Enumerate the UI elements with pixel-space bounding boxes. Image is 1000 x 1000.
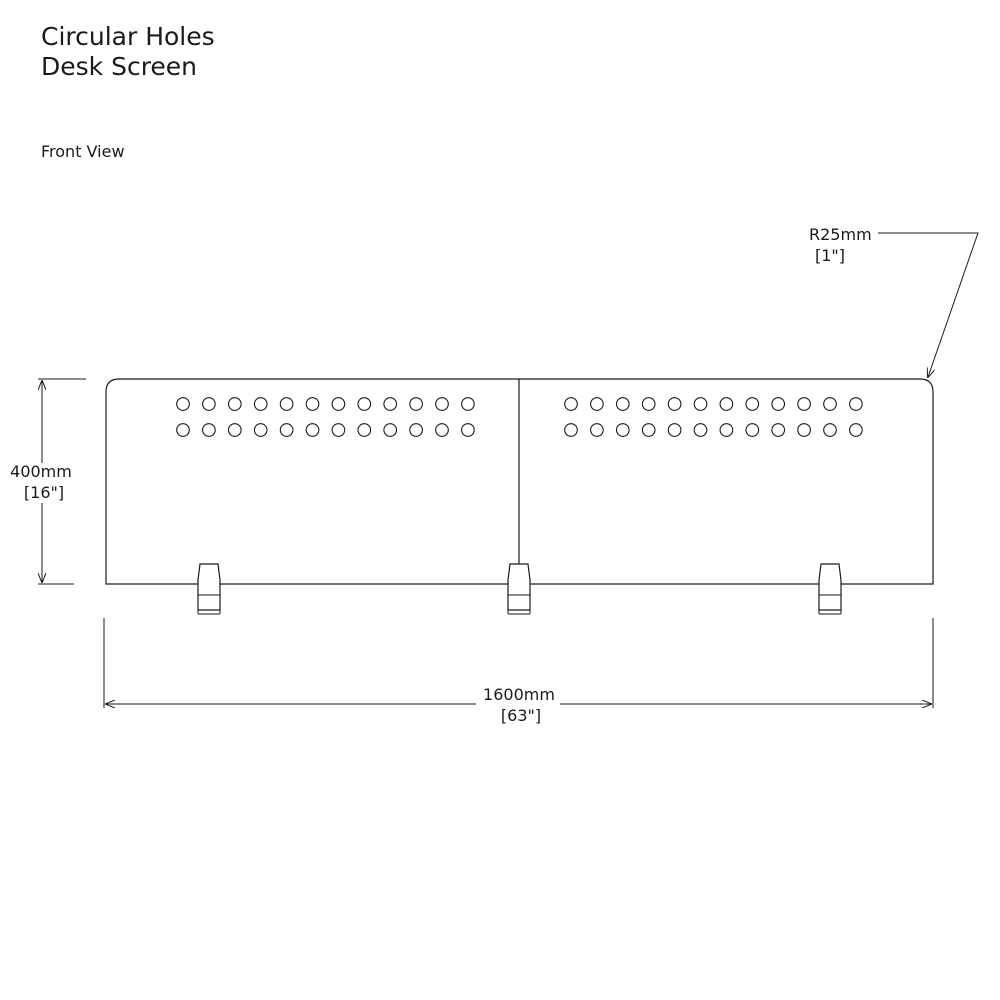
radius-mm-label: R25mm <box>809 225 872 244</box>
width-in-label: [63"] <box>501 706 541 725</box>
hole <box>176 397 190 411</box>
radius-leader-line <box>878 232 979 377</box>
hole <box>849 397 863 411</box>
hole <box>383 423 398 437</box>
hole <box>435 423 449 437</box>
hole <box>253 423 268 437</box>
hole <box>409 423 423 437</box>
radius-in-label: [1"] <box>815 246 845 265</box>
hole <box>797 423 811 437</box>
hole <box>590 397 604 411</box>
hole <box>745 397 760 411</box>
hole <box>331 397 346 411</box>
hole <box>641 397 656 411</box>
hole-pattern <box>176 397 863 437</box>
hole <box>564 397 578 411</box>
width-dimension: 1600mm [63"] <box>103 618 934 725</box>
title-line-2: Desk Screen <box>41 52 198 81</box>
hole <box>797 397 811 411</box>
clamp-group <box>197 563 842 615</box>
hole <box>667 423 682 437</box>
clamp <box>197 563 221 615</box>
hole <box>176 423 190 437</box>
hole <box>667 397 682 411</box>
hole <box>253 397 268 411</box>
height-mm-label: 400mm <box>10 462 72 481</box>
hole <box>615 423 630 437</box>
title-line-1: Circular Holes <box>41 22 215 51</box>
hole <box>227 397 242 411</box>
hole <box>693 397 708 411</box>
hole <box>305 397 320 411</box>
hole <box>719 397 734 411</box>
clamp <box>507 563 531 615</box>
radius-callout: R25mm [1"] <box>809 225 979 377</box>
hole <box>823 423 837 437</box>
width-mm-label: 1600mm <box>483 685 555 704</box>
height-in-label: [16"] <box>24 483 64 502</box>
hole <box>641 423 656 437</box>
drawing-title: Circular Holes Desk Screen <box>41 22 215 82</box>
hole <box>693 423 708 437</box>
hole <box>745 423 760 437</box>
hole <box>590 423 604 437</box>
hole <box>202 397 216 411</box>
hole <box>409 397 423 411</box>
hole <box>615 397 630 411</box>
hole <box>357 397 372 411</box>
hole <box>461 423 475 437</box>
hole <box>279 397 294 411</box>
hole <box>823 397 837 411</box>
screen-outline <box>105 378 934 585</box>
hole <box>331 423 346 437</box>
hole <box>771 423 786 437</box>
clamp <box>818 563 842 615</box>
hole <box>564 423 578 437</box>
hole <box>305 423 320 437</box>
hole <box>849 423 863 437</box>
hole <box>227 423 242 437</box>
hole <box>383 397 398 411</box>
hole <box>461 397 475 411</box>
hole <box>435 397 449 411</box>
hole <box>279 423 294 437</box>
height-dimension: 400mm [16"] <box>10 378 86 585</box>
view-label: Front View <box>41 142 125 161</box>
hole <box>719 423 734 437</box>
hole <box>357 423 372 437</box>
hole <box>202 423 216 437</box>
hole <box>771 397 786 411</box>
